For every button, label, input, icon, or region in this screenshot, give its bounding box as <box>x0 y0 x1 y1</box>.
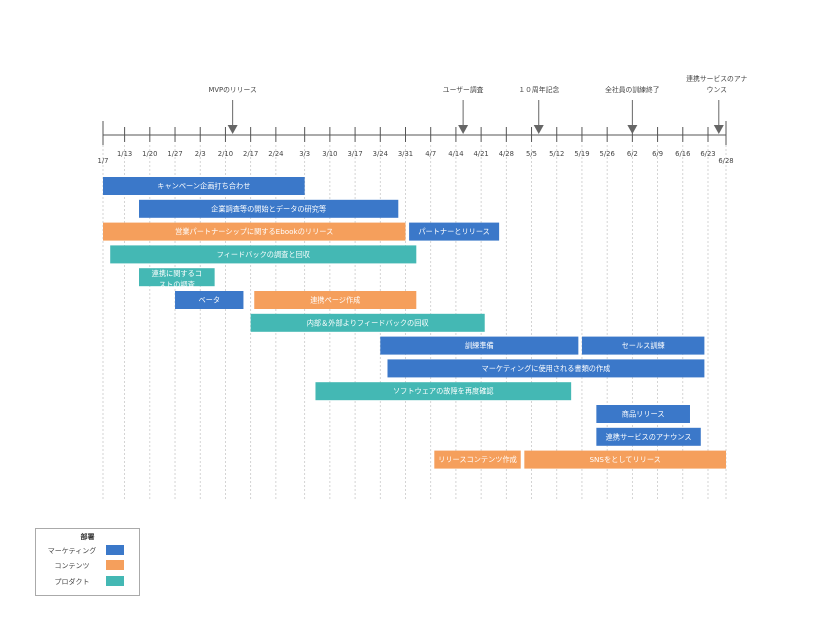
tick-label: 1/7 <box>98 157 109 165</box>
task-bars: キャンペーン企画打ち合わせ企業調査等の開始とデータの研究等営業パートナーシップに… <box>103 177 726 469</box>
tick-label: 4/7 <box>425 150 436 158</box>
tick-label: 6/28 <box>718 157 733 165</box>
tick-label: 1/13 <box>117 150 132 158</box>
milestone-marker <box>533 125 544 134</box>
task-label: マーケティングに使用される書類の作成 <box>482 364 611 373</box>
task-bar <box>524 450 726 469</box>
milestone-marker <box>458 125 469 134</box>
legend-item-marketing: マーケティング <box>36 545 139 557</box>
milestone-label: ユーザー調査 <box>443 85 484 94</box>
task-bar <box>434 450 521 469</box>
task-bar <box>380 336 579 355</box>
legend-label: プロダクト <box>54 578 90 586</box>
task-bar <box>139 199 399 218</box>
tick-label: 6/23 <box>700 150 715 158</box>
task-bar <box>110 245 417 264</box>
task-bar <box>139 268 215 287</box>
task-label: 企業調査等の開始とデータの研究等 <box>211 204 326 213</box>
milestone-label: １０周年記念 <box>518 85 559 94</box>
task-bar <box>315 382 572 401</box>
task-bar <box>581 336 705 355</box>
task-label: 商品リリース <box>622 410 665 419</box>
task-bar <box>409 222 500 241</box>
task-label: リリースコンテンツ作成 <box>438 455 517 464</box>
legend-item-product: プロダクト <box>36 576 139 588</box>
legend: 部署 マーケティング コンテンツ プロダクト <box>35 528 140 596</box>
tick-label: 5/5 <box>526 150 537 158</box>
legend-item-content: コンテンツ <box>36 560 139 572</box>
tick-label: 2/3 <box>195 150 206 158</box>
tick-label: 6/9 <box>652 150 663 158</box>
tick-label: 3/31 <box>398 150 413 158</box>
task-label: 営業パートナーシップに関するEbookのリリース <box>175 227 333 236</box>
milestone-label: ウンス <box>707 86 727 94</box>
tick-label: 5/12 <box>549 150 564 158</box>
legend-swatch <box>106 560 124 570</box>
task-bar <box>596 405 690 423</box>
task-label: 訓練準備 <box>465 341 494 350</box>
milestone-label: 全社員の訓練終了 <box>605 85 660 94</box>
legend-title: 部署 <box>80 533 95 541</box>
task-label: SNSをとしてリリース <box>589 455 660 464</box>
tick-label: 1/20 <box>142 150 157 158</box>
legend-label: コンテンツ <box>54 562 90 570</box>
tick-label: 3/24 <box>373 150 388 158</box>
task-label: キャンペーン企画打ち合わせ <box>157 182 250 191</box>
task-label: ベータ <box>198 296 220 305</box>
timeline-axis: 1/7 1/13 1/20 1/27 2/3 2/10 2/17 2/24 3/3 3/10 3/1… <box>98 121 734 165</box>
milestone-marker <box>713 125 724 134</box>
task-label: フィードバックの調査と回収 <box>217 250 310 259</box>
task-bar <box>254 291 417 309</box>
tick-label: 1/27 <box>167 150 182 158</box>
tick-label: 5/19 <box>574 150 589 158</box>
milestone-label: 連携サービスのアナ <box>686 74 747 83</box>
task-label: ソフトウェアの故障を再度確認 <box>393 387 494 396</box>
tick-label: 6/16 <box>675 150 690 158</box>
task-bar <box>250 313 485 332</box>
task-label: 内部＆外部よりフィードバックの回収 <box>307 318 429 327</box>
task-bar <box>387 359 705 378</box>
task-bar <box>175 291 244 309</box>
milestone-marker <box>227 125 238 134</box>
task-label: 連携ページ作成 <box>310 296 360 305</box>
tick-label: 6/2 <box>627 150 638 158</box>
task-label: セールス訓練 <box>622 341 665 350</box>
task-label: 連携サービスのアナウンス <box>606 432 692 441</box>
tick-label: 2/10 <box>218 150 233 158</box>
tick-label: 5/26 <box>600 150 615 158</box>
tick-label: 2/24 <box>268 150 283 158</box>
task-bar <box>103 177 305 195</box>
task-bar <box>103 222 406 241</box>
tick-label: 4/21 <box>473 150 488 158</box>
tick-label: 2/17 <box>243 150 258 158</box>
task-label: パートナーとリリース <box>418 227 490 236</box>
tick-label: 3/3 <box>299 150 310 158</box>
tick-label: 4/28 <box>499 150 514 158</box>
legend-label: マーケティング <box>47 547 97 555</box>
milestone-marker <box>627 125 638 134</box>
legend-swatch <box>106 576 124 586</box>
task-label: ストの調査 <box>159 280 195 289</box>
tick-label: 4/14 <box>448 150 463 158</box>
milestone-label: MVPのリリース <box>209 86 257 94</box>
task-label: 連携に関するコ <box>152 269 202 278</box>
task-bar <box>596 427 701 446</box>
tick-label: 3/17 <box>347 150 362 158</box>
milestones: MVPのリリース ユーザー調査 １０周年記念 全社員の訓練終了 連携サービスのアナウンス <box>209 74 748 134</box>
legend-swatch <box>106 545 124 555</box>
tick-label: 3/10 <box>322 150 337 158</box>
